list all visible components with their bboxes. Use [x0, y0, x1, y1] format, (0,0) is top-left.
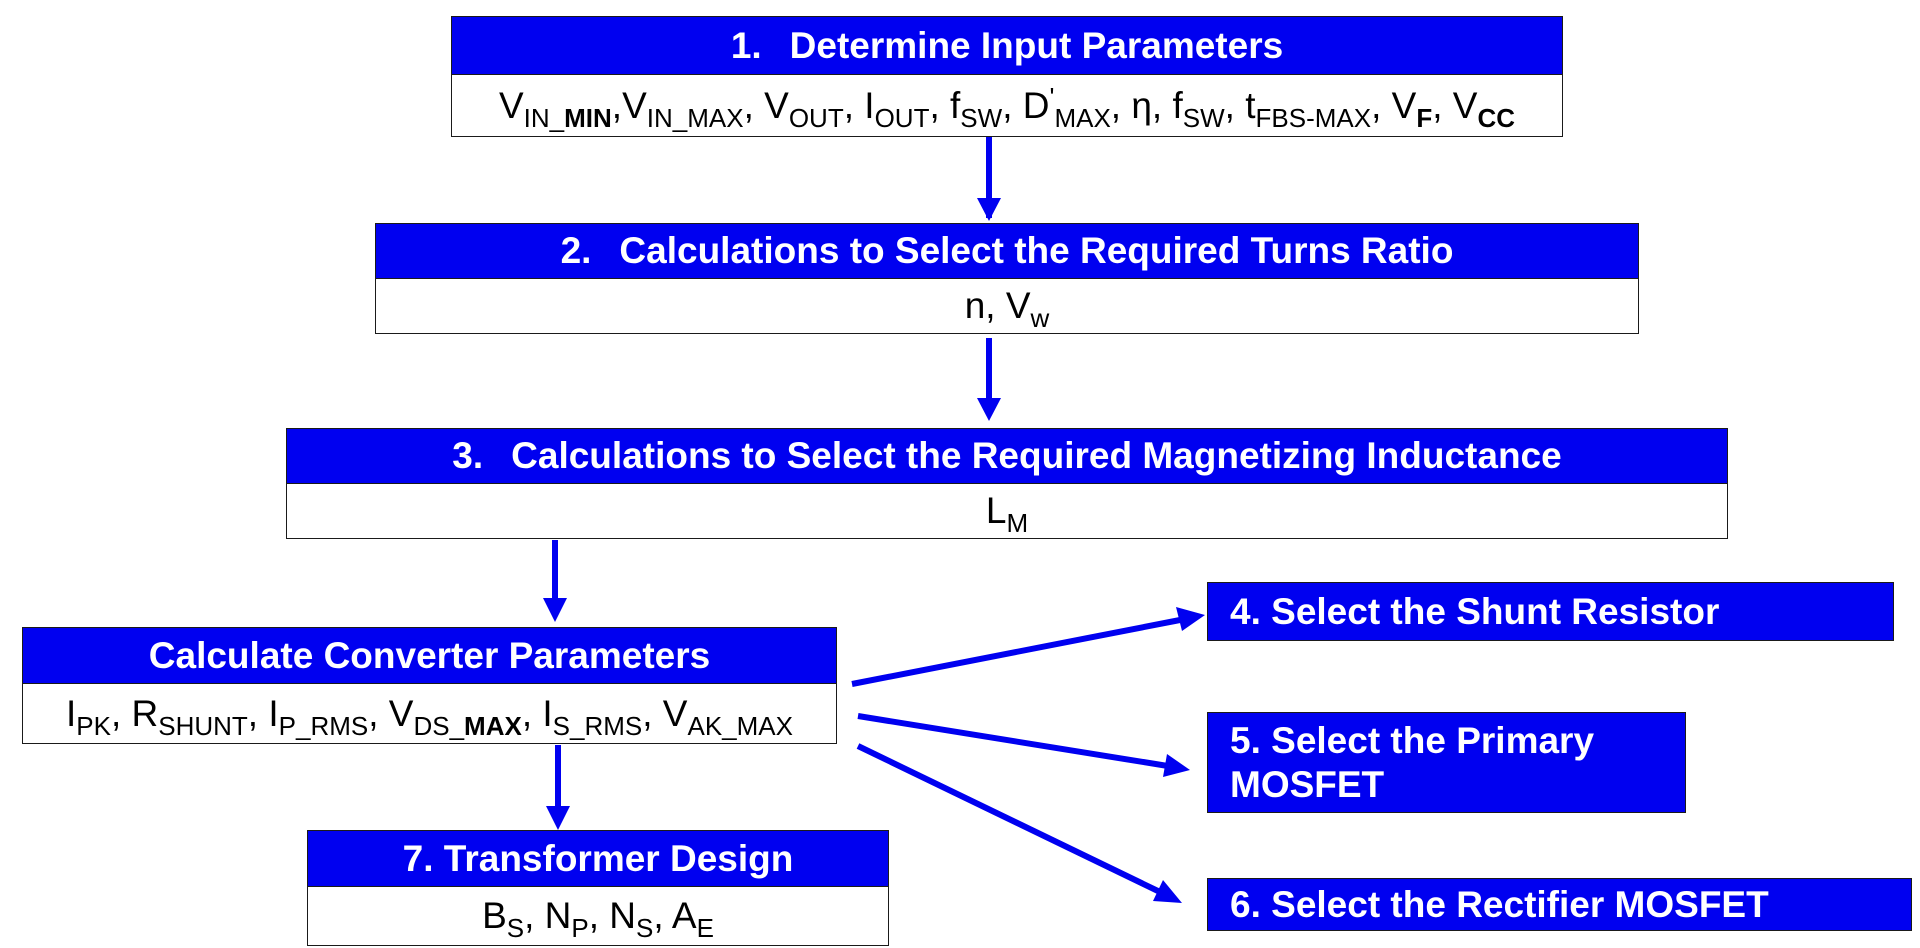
- step5-title-line2: MOSFET: [1230, 763, 1385, 805]
- arrow-converter-to-step6: [856, 743, 1162, 895]
- step3-number: 3.: [452, 435, 484, 476]
- step2-params-text: n, Vw: [964, 285, 1050, 333]
- arrowhead-converter-to-step4: [1176, 607, 1205, 631]
- converter-params-text: IPK, RSHUNT, IP_RMS, VDS_MAX, IS_RMS, VA…: [65, 692, 793, 741]
- step5-box: 5. Select the Primary MOSFET: [1207, 712, 1686, 813]
- arrow-converter-to-step4: [851, 617, 1181, 687]
- step7-box: 7. Transformer Design BS, NP, NS, AE: [307, 830, 889, 946]
- step2-params: n, Vw: [376, 278, 1638, 333]
- arrowhead-step2-to-step3: [977, 398, 1001, 421]
- step7-header: 7. Transformer Design: [308, 831, 888, 886]
- step5-title-line1: 5. Select the Primary: [1230, 719, 1595, 761]
- step3-header: 3. Calculations to Select the Required M…: [287, 429, 1727, 483]
- step7-title: 7. Transformer Design: [402, 837, 794, 879]
- arrowhead-step1-to-step2: [977, 198, 1001, 221]
- step2-header: 2. Calculations to Select the Required T…: [376, 224, 1638, 278]
- step3-params: LM: [287, 483, 1727, 538]
- arrowhead-converter-to-step5: [1163, 754, 1190, 777]
- step7-params: BS, NP, NS, AE: [308, 886, 888, 945]
- converter-title: Calculate Converter Parameters: [148, 634, 711, 676]
- step3-params-text: LM: [985, 490, 1029, 538]
- step1-params: VIN_MIN,VIN_MAX, VOUT, IOUT, fSW, D'MAX,…: [452, 74, 1562, 136]
- step2-number: 2.: [560, 230, 592, 271]
- step1-box: 1. Determine Input Parameters VIN_MIN,VI…: [451, 16, 1563, 137]
- step3-box: 3. Calculations to Select the Required M…: [286, 428, 1728, 539]
- step1-title: Determine Input Parameters: [789, 24, 1284, 66]
- step3-title: Calculations to Select the Required Magn…: [511, 435, 1562, 476]
- step7-params-text: BS, NP, NS, AE: [482, 895, 714, 943]
- step6-box: 6. Select the Rectifier MOSFET: [1207, 878, 1912, 931]
- step1-params-text: VIN_MIN,VIN_MAX, VOUT, IOUT, fSW, D'MAX,…: [498, 81, 1516, 133]
- arrowhead-converter-to-step6: [1153, 880, 1182, 903]
- converter-box: Calculate Converter Parameters IPK, RSHU…: [22, 627, 837, 744]
- step2-title: Calculations to Select the Required Turn…: [619, 230, 1454, 271]
- step6-title: 6. Select the Rectifier MOSFET: [1230, 883, 1769, 925]
- converter-header: Calculate Converter Parameters: [23, 628, 836, 683]
- arrow-converter-to-step5: [857, 713, 1169, 769]
- step1-header: 1. Determine Input Parameters: [452, 17, 1562, 74]
- step2-box: 2. Calculations to Select the Required T…: [375, 223, 1639, 334]
- converter-params: IPK, RSHUNT, IP_RMS, VDS_MAX, IS_RMS, VA…: [23, 683, 836, 743]
- arrowhead-converter-to-step7: [546, 806, 570, 830]
- step4-title: 4. Select the Shunt Resistor: [1230, 590, 1720, 632]
- arrowhead-step3-to-converter: [543, 598, 567, 622]
- step4-box: 4. Select the Shunt Resistor: [1207, 582, 1894, 641]
- step1-number: 1.: [730, 24, 762, 66]
